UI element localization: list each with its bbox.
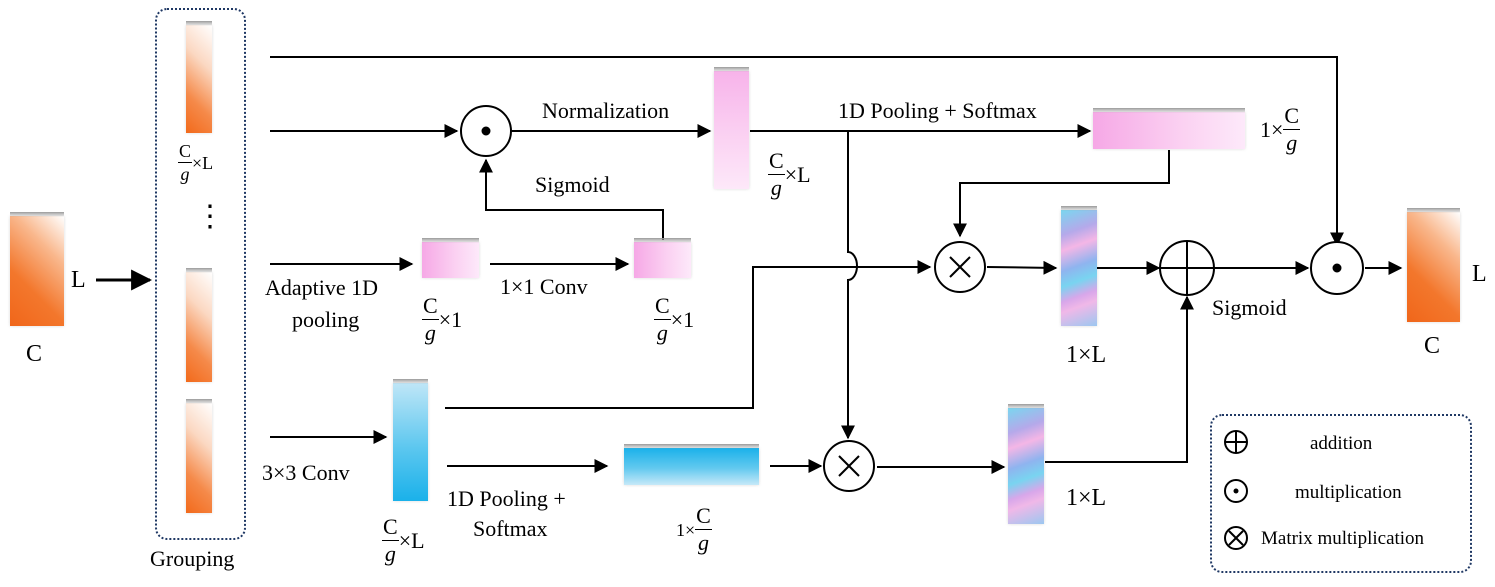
sigmoid-top-label: Sigmoid [535,172,610,197]
adaptive-pool-block [422,238,479,278]
skip-connection-arrow [270,56,1344,247]
adaptive-pool-label-line1: Adaptive 1D [265,275,379,300]
output-multiplication-op [1310,241,1364,295]
pool-softmax-top-block [1093,108,1245,149]
input-height-label: L [71,267,86,293]
legend-matrix-multiplication-label: Matrix multiplication [1261,528,1425,549]
conv-to-top-matmul-arrow [445,260,932,409]
normalization-block [714,67,749,189]
group-block-1 [186,21,212,133]
conv3x3-label: 3×3 Conv [262,460,350,485]
pool-softmax-bottom-block [624,444,759,485]
output-channel-label: C [1424,333,1441,359]
sigmoid-output-label: Sigmoid [1212,295,1287,320]
legend-multiplication-label: multiplication [1295,482,1402,503]
input-tensor-block [10,212,64,326]
pool-softmax-bottom-label-line2: Softmax [473,516,548,541]
top-multiplication-op [460,105,512,157]
matmul-top-output-dim: 1×L [1066,342,1107,368]
conv1x1-label: 1×1 Conv [500,274,588,299]
top-matmul-op [934,241,986,293]
legend-box [1210,414,1472,573]
pool-to-matmul-arrow [953,150,1170,238]
circle-times-icon [1224,526,1248,550]
conv1x1-block [634,238,691,278]
pool-softmax-bottom-label-line1: 1D Pooling + [447,486,566,511]
legend-addition-label: addition [1310,433,1373,454]
ellipsis-dots: ⋮ [195,200,225,233]
sigmoid-feedback-arrow [479,158,664,240]
group-block-3 [186,399,212,513]
circle-dot-icon [1224,479,1248,503]
matmul-bottom-output-block [1008,404,1044,524]
matmul-to-block-arrow [986,260,1058,275]
circle-plus-icon [1224,430,1248,454]
matmul-top-output-block [1061,206,1097,326]
norm-to-bottom-matmul-arrow [841,131,858,440]
grouping-box [155,8,246,540]
block-to-add-up-arrow [1045,295,1194,463]
output-tensor-block [1407,208,1460,322]
input-channel-label: C [26,341,43,367]
output-height-label: L [1472,261,1487,287]
normalization-label: Normalization [542,98,670,123]
adaptive-pool-label-line2: pooling [292,307,360,332]
addition-op [1159,240,1215,296]
conv3x3-block [393,379,428,501]
matmul-bottom-output-dim: 1×L [1066,485,1107,511]
pool-softmax-top-label: 1D Pooling + Softmax [838,98,1037,123]
group-block-2 [186,268,212,382]
grouping-label: Grouping [150,546,235,571]
bottom-matmul-op [823,440,875,492]
